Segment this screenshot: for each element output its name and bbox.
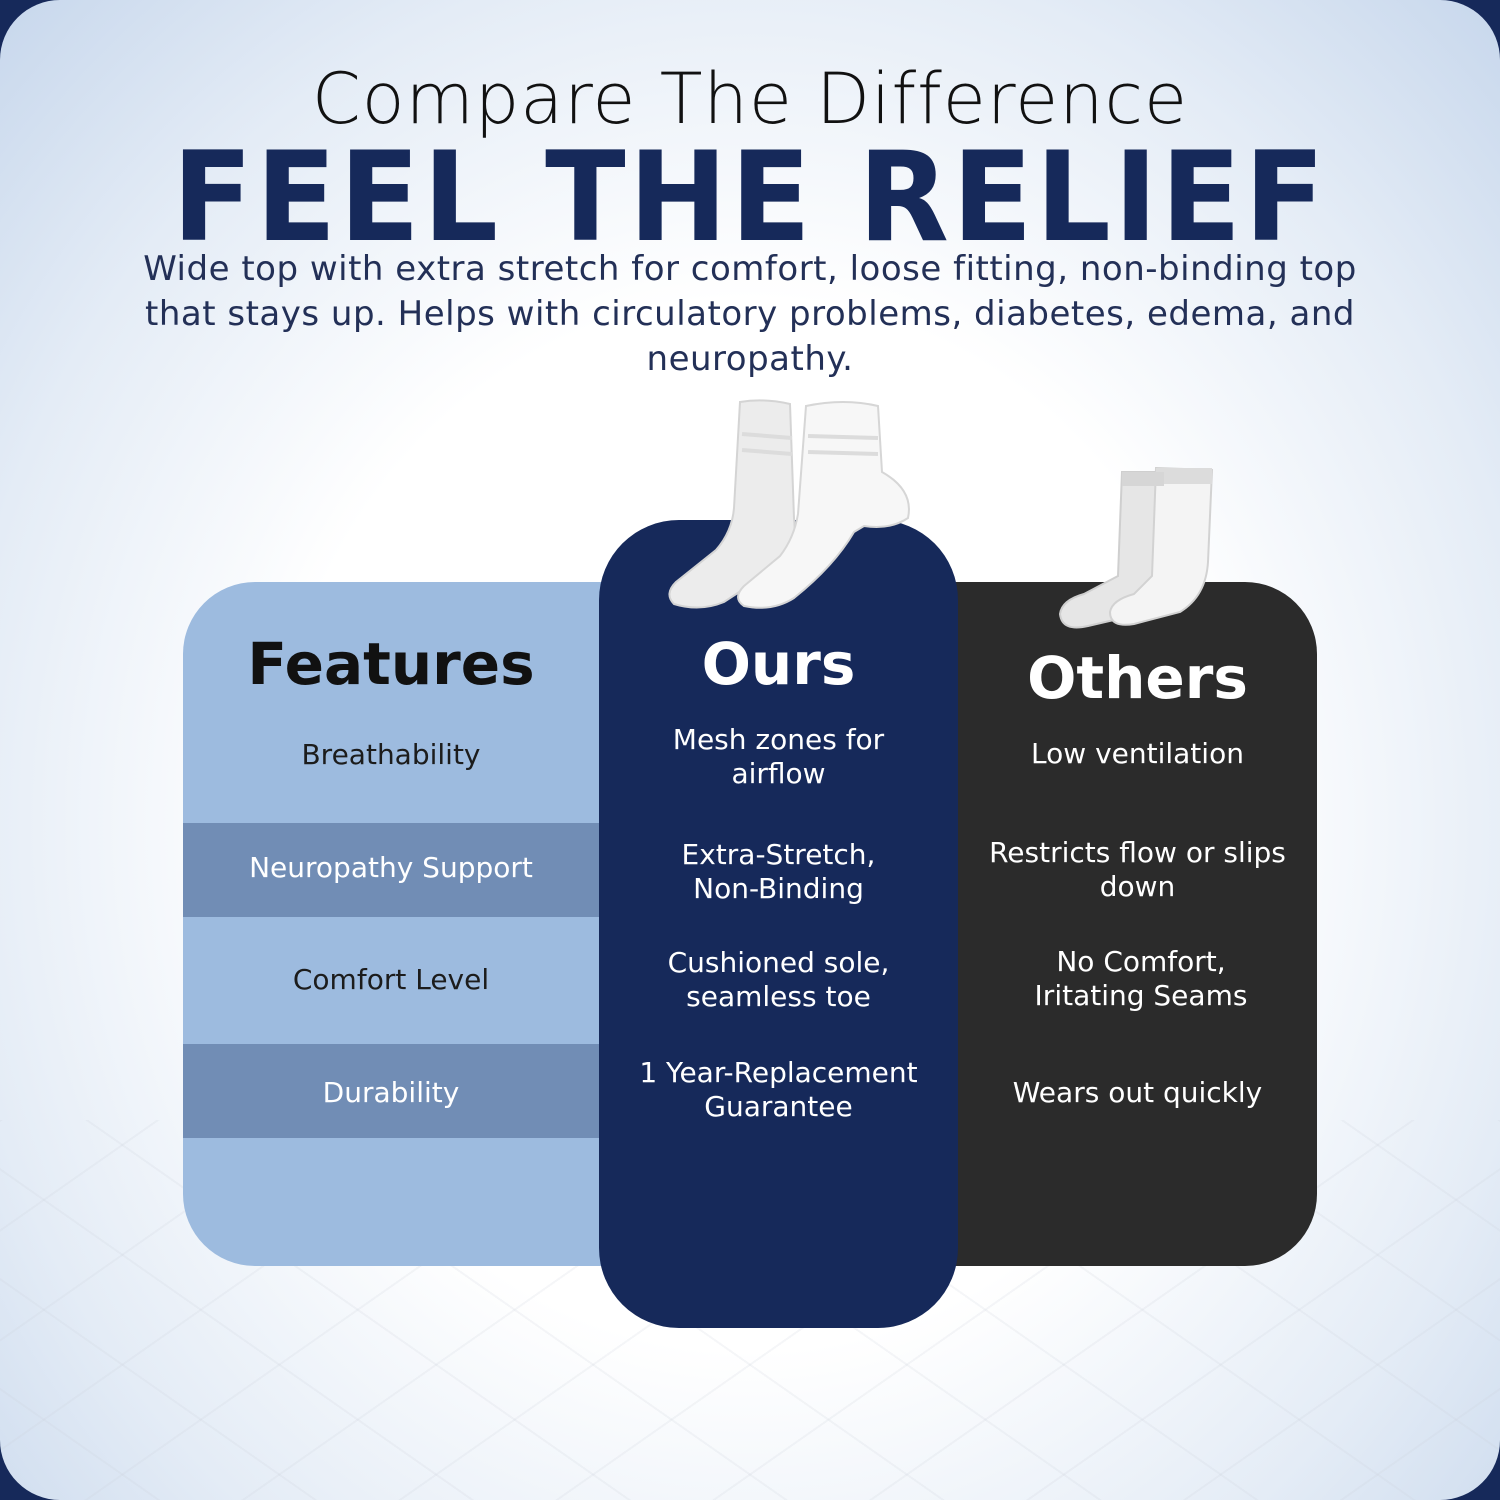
ours-value: Mesh zones for airflow (672, 723, 885, 790)
ours-value: Extra-Stretch, Non-Binding (681, 838, 876, 905)
row-band (183, 1044, 599, 1138)
others-value: Restricts flow or slips down (989, 836, 1286, 903)
feature-label: Comfort Level (292, 963, 490, 996)
features-column: Features Breathability Neuropathy Suppor… (183, 582, 643, 1266)
features-title: Features (247, 630, 535, 698)
subtitle: Wide top with extra stretch for comfort,… (143, 249, 1357, 379)
others-title: Others (1027, 644, 1248, 712)
others-socks-image (1058, 466, 1214, 629)
ours-socks-image (668, 399, 910, 609)
ours-value: 1 Year-Replacement Guarantee (639, 1056, 918, 1123)
others-value: No Comfort, Iritating Seams (1034, 945, 1248, 1012)
ours-value: Cushioned sole, seamless toe (667, 946, 890, 1013)
ours-title: Ours (701, 630, 856, 698)
ours-column: Ours Mesh zones for airflow Extra-Stretc… (599, 520, 958, 1328)
heading: Compare The Difference (311, 58, 1189, 140)
row-band (183, 823, 599, 917)
headline: FEEL THE RELIEF (172, 124, 1328, 270)
others-value: Wears out quickly (1012, 1076, 1263, 1109)
feature-label: Neuropathy Support (249, 851, 533, 884)
feature-label: Breathability (301, 738, 481, 771)
others-value: Low ventilation (1031, 737, 1244, 770)
feature-label: Durability (322, 1076, 460, 1109)
others-column: Others Low ventilation Restricts flow or… (915, 582, 1317, 1266)
